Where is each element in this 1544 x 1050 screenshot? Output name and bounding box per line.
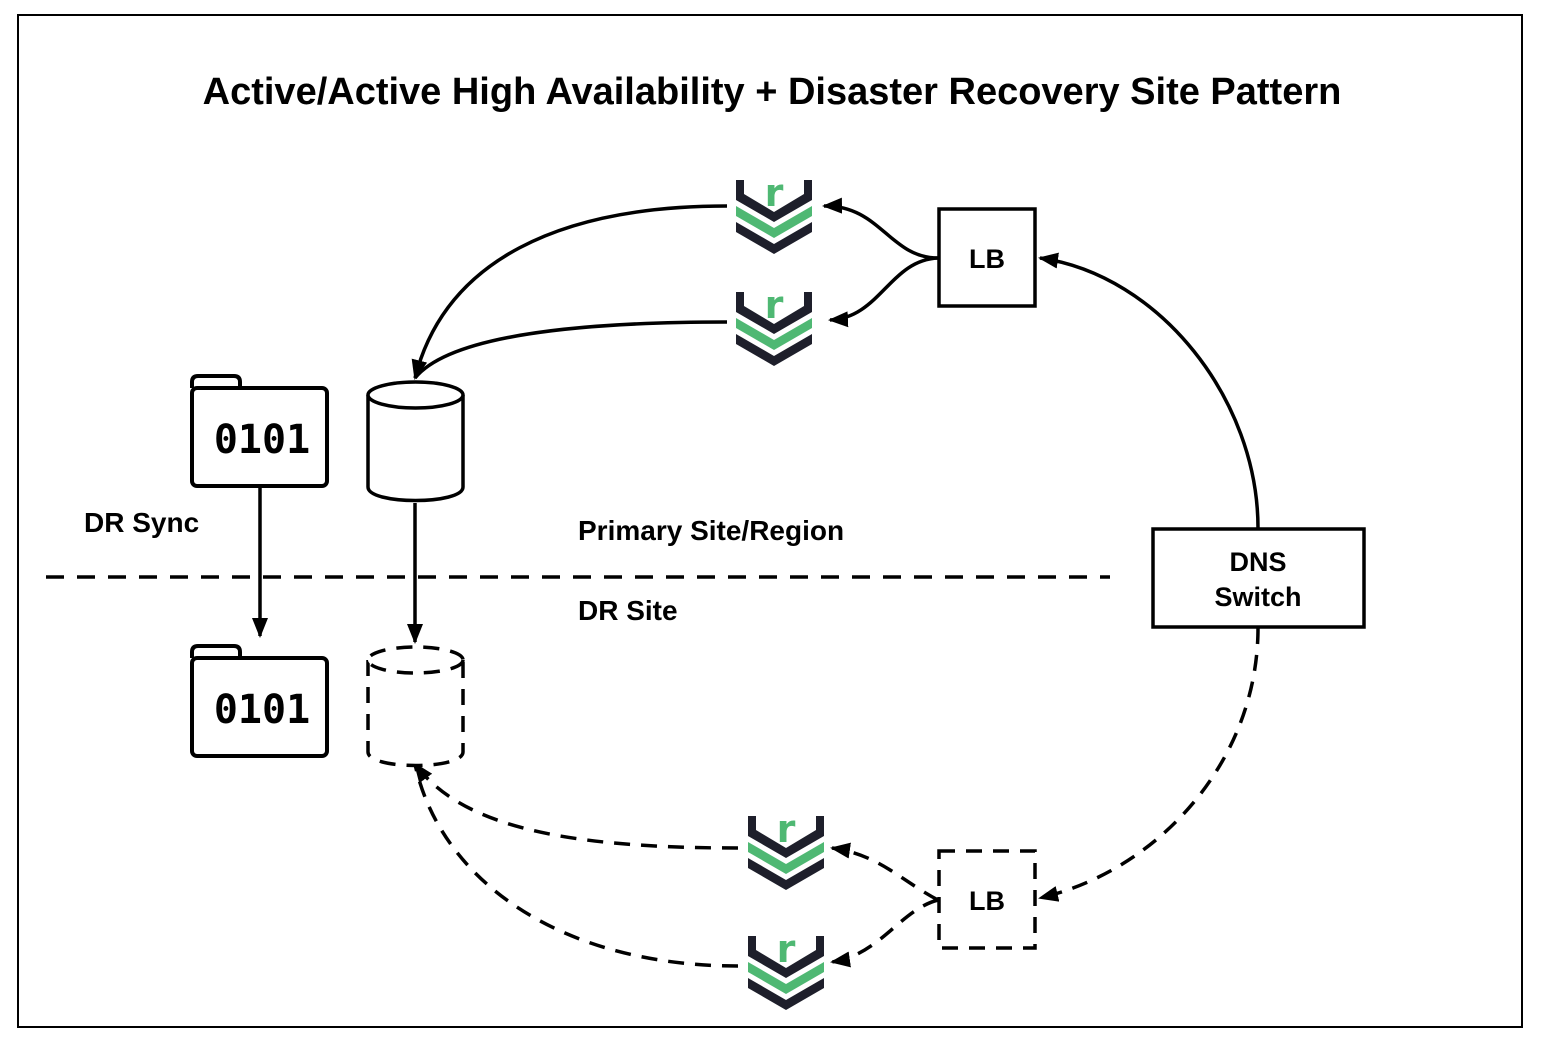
binary-folder-icon: 0101: [190, 374, 329, 488]
dr-sync-label: DR Sync: [84, 507, 199, 538]
dns-switch: DNS Switch: [1151, 527, 1366, 629]
dns-to-lb-dr-arrow: [1038, 627, 1260, 902]
app-server-1-icon: r: [736, 171, 812, 254]
primary-region-label: Primary Site/Region: [578, 515, 844, 546]
folder-dr-label: 0101: [214, 687, 310, 733]
lb-dr-to-app-3-arrow: [830, 842, 939, 902]
lb-dr-label: LB: [969, 886, 1005, 916]
app-server-4-icon: r: [748, 927, 824, 1010]
app-server-2-glyph: r: [765, 283, 784, 327]
app-server-4-glyph: r: [777, 927, 796, 971]
app-4-to-dr-db-arrow: [413, 763, 739, 968]
diagram-title: Active/Active High Availability + Disast…: [203, 71, 1342, 113]
app-server-1-glyph: r: [765, 171, 784, 215]
outer-frame: [17, 14, 1523, 1028]
app-server-3-glyph: r: [777, 807, 796, 851]
dr-binary-folder-icon: 0101: [190, 644, 329, 758]
dr-region-label: DR Site: [578, 595, 678, 626]
folder-primary-label: 0101: [214, 417, 310, 463]
lb-dr-to-app-4-arrow: [830, 898, 939, 968]
dns-to-lb-primary-arrow: [1038, 252, 1260, 529]
dns-switch-line1: DNS: [1229, 547, 1286, 577]
app-2-to-db-arrow: [413, 320, 728, 380]
lb-primary: LB: [937, 207, 1037, 308]
app-3-to-dr-db-arrow: [413, 762, 739, 850]
lb-primary-label: LB: [969, 244, 1005, 274]
dns-switch-line2: Switch: [1214, 582, 1301, 612]
lb-to-app-2-arrow: [828, 256, 939, 328]
app-server-3-icon: r: [748, 807, 824, 890]
app-1-to-db-arrow: [411, 204, 728, 380]
lb-dr: LB: [937, 849, 1037, 950]
dr-database-icon: [366, 645, 465, 768]
lb-to-app-1-arrow: [822, 197, 939, 260]
database-icon: [366, 380, 465, 503]
app-server-2-icon: r: [736, 283, 812, 366]
